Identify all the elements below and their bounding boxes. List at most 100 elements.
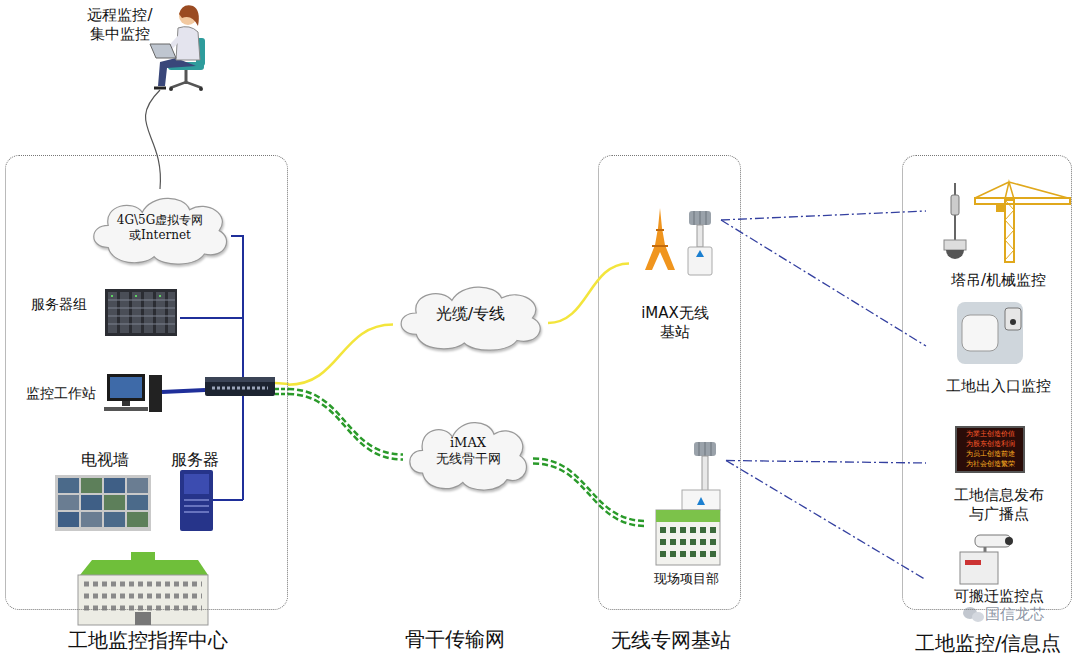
command-building-part xyxy=(135,612,151,625)
crane-icon-part xyxy=(951,195,959,215)
workstation-icon-part xyxy=(104,407,148,411)
connector xyxy=(726,461,926,580)
led-sign-part xyxy=(955,426,1025,473)
video-wall-part xyxy=(127,478,148,493)
server-rack-group-part xyxy=(135,295,137,297)
network-wire xyxy=(162,236,289,500)
tower-icon-part xyxy=(645,208,675,270)
watermark-icon-part xyxy=(972,612,984,622)
device-node: 服务器组 xyxy=(26,286,181,341)
video-wall-part xyxy=(104,478,125,493)
sign-text: 为社会创造繁荣 xyxy=(957,460,1023,469)
operator-figure-part xyxy=(176,27,200,60)
server-tower-part xyxy=(184,474,209,494)
video-wall-part xyxy=(58,512,79,527)
node-label: 服务器组 xyxy=(31,296,87,314)
connector-line xyxy=(721,211,926,220)
server-rack-group-part xyxy=(108,300,175,324)
crane-icon-part xyxy=(944,240,966,250)
command-building-part xyxy=(78,575,208,625)
network-wire-part xyxy=(275,383,289,384)
network-switch-part xyxy=(205,377,275,396)
operator-figure-part xyxy=(199,87,203,91)
node-label: 4G\5G虚拟专网 或Internet xyxy=(108,213,212,243)
operator-figure-part xyxy=(179,5,199,26)
connector-line xyxy=(533,459,646,522)
sign-text: 为業主创造价值 xyxy=(957,430,1023,439)
watermark: 国信龙芯 xyxy=(985,605,1075,624)
connector xyxy=(533,459,646,527)
server-tower xyxy=(180,470,213,531)
workstation-icon-part xyxy=(110,377,142,398)
connector-line xyxy=(548,263,629,323)
network-switch-part xyxy=(212,387,268,390)
antenna-icon xyxy=(694,442,716,492)
network-switch-part xyxy=(205,377,275,382)
server-rack-group-part xyxy=(132,292,141,333)
mobile-camera-icon-part xyxy=(1005,537,1013,545)
gate-camera-icon-part xyxy=(1005,308,1021,330)
site-office-building-part xyxy=(656,510,720,565)
connector xyxy=(726,461,926,464)
site-office-building-part xyxy=(660,530,716,554)
connector xyxy=(721,220,926,346)
server-rack-group-part xyxy=(168,292,175,333)
crane-icon-part xyxy=(946,250,964,259)
tower-icon xyxy=(645,208,675,270)
connector-line xyxy=(726,461,926,464)
video-wall-part xyxy=(81,478,102,493)
network-wire-part xyxy=(275,389,289,394)
connector-line xyxy=(533,464,646,527)
operator-node: 远程监控/ 集中监控 xyxy=(70,2,220,90)
sign-text: 为员工创造前途 xyxy=(957,450,1023,459)
connector-line xyxy=(288,325,393,385)
video-wall-part xyxy=(58,495,79,510)
gate-camera-icon-part xyxy=(957,302,1023,364)
connector-line xyxy=(288,394,403,459)
command-building-part xyxy=(131,552,155,562)
device-node: 电视墙 xyxy=(53,449,153,534)
site-office-building-part xyxy=(682,490,720,510)
server-rack-group-part xyxy=(111,295,113,297)
network-cloud: 4G\5G虚拟专网 或Internet xyxy=(86,189,234,267)
base-station-node: iMAX无线 基站 xyxy=(629,206,721,346)
connector xyxy=(288,325,393,385)
command-center-group: 工地监控指挥中心4G\5G虚拟专网 或Internet服务器组监控工作站电视墙服… xyxy=(5,155,288,610)
server-rack-group-part xyxy=(156,292,165,333)
sign-text: 为股东创造利润 xyxy=(957,440,1023,449)
cloud-outline xyxy=(94,198,227,264)
workstation-icon-part xyxy=(122,401,130,406)
connector xyxy=(288,389,403,459)
antenna-icon-part xyxy=(694,211,706,225)
node-label: 工地出入口监控 xyxy=(926,377,1071,396)
crane-icon-part xyxy=(1005,200,1014,262)
base-station-group: 无线专网基站iMAX无线 基站现场项目部 xyxy=(598,155,741,610)
server-tower-part xyxy=(184,500,209,512)
led-sign xyxy=(955,426,1025,473)
connector-line xyxy=(288,389,403,454)
network-switch xyxy=(205,377,275,396)
node-label: 远程监控/ 集中监控 xyxy=(75,6,165,44)
crane-icon-part xyxy=(975,182,1068,199)
network-wire-part xyxy=(162,390,205,392)
video-wall-part xyxy=(81,495,102,510)
mobile-camera-icon xyxy=(960,535,1013,584)
antenna-icon-part xyxy=(699,442,711,456)
group-heading: 无线专网基站 xyxy=(579,628,762,653)
crane-icon-part xyxy=(996,204,1006,212)
workstation-icon xyxy=(104,374,162,412)
antenna-icon-part xyxy=(697,225,703,247)
gate-camera-icon-part xyxy=(1010,319,1016,325)
antenna-icon-part xyxy=(702,456,708,492)
video-wall xyxy=(55,475,151,531)
node-label: 监控工作站 xyxy=(26,385,96,403)
video-wall-part xyxy=(104,495,125,510)
antenna-icon xyxy=(688,211,712,275)
operator-figure-part xyxy=(169,87,173,91)
server-rack-group-part xyxy=(159,295,161,297)
video-wall-part xyxy=(55,475,151,531)
antenna-icon-part xyxy=(696,250,704,257)
video-wall-part xyxy=(127,512,148,527)
network-cloud: 光缆/专线 xyxy=(393,278,548,353)
